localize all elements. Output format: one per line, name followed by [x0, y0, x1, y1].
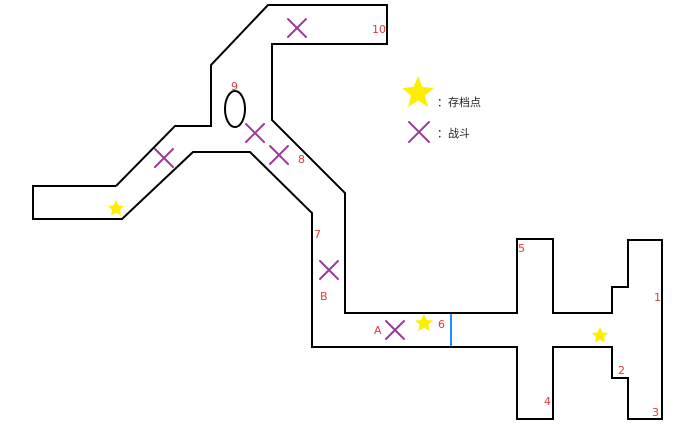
battle-cross-icon	[154, 148, 174, 168]
legend-savepoint-label: ：存档点	[437, 95, 481, 109]
label-2: 2	[618, 364, 625, 377]
label-1: 1	[654, 291, 661, 304]
label-7: 7	[314, 228, 321, 241]
battle-cross-icon	[287, 18, 307, 38]
battle-cross-icon	[245, 123, 265, 143]
label-9: 9	[231, 80, 238, 93]
label-4: 4	[544, 395, 551, 408]
savepoint-star-icon	[415, 314, 433, 331]
wall-pillar-ring	[224, 90, 246, 128]
label-6: 6	[438, 318, 445, 331]
battle-cross-icon	[269, 145, 289, 165]
map-walls	[32, 4, 663, 420]
label-5: 5	[518, 242, 525, 255]
label-10: 10	[372, 23, 386, 36]
label-a: A	[374, 324, 382, 337]
map-labels: 10 9 8 7 B A 6 5 4 2 1 3	[231, 23, 661, 419]
battles	[154, 18, 405, 340]
savepoints	[108, 200, 608, 343]
wall-left-top	[32, 4, 663, 420]
savepoint-star-icon	[592, 327, 608, 343]
label-b: B	[320, 290, 328, 303]
legend-star-icon	[402, 76, 434, 107]
label-8: 8	[298, 153, 305, 166]
label-3: 3	[652, 406, 659, 419]
legend: ：存档点 ：战斗	[402, 76, 481, 143]
battle-cross-icon	[385, 320, 405, 340]
legend-battle-label: ：战斗	[437, 127, 470, 140]
savepoint-star-icon	[108, 200, 124, 216]
legend-cross-icon	[408, 121, 430, 143]
battle-cross-icon	[319, 260, 339, 280]
